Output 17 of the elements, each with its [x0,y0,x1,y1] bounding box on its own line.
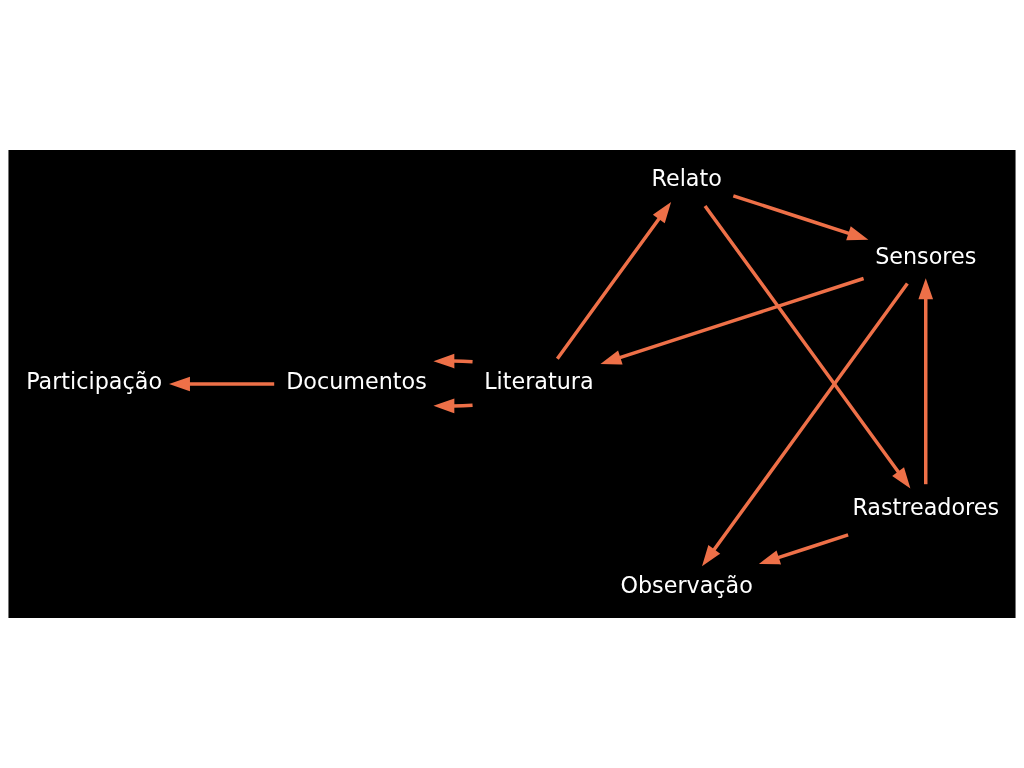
arrow [732,194,869,241]
node-text: Literatura [484,368,594,395]
arrow [169,376,275,392]
arrow [433,353,473,369]
node-text: Relato [651,164,722,191]
arrow [433,398,473,414]
arrow [918,278,934,485]
arrow [600,276,865,365]
node-text: Documentos [286,368,427,395]
arrow [703,204,911,489]
arrow [758,533,849,565]
node-text: Participação [26,368,163,395]
node-text: Rastreadores [852,493,1000,520]
arrow [555,202,672,360]
node-text: Observação [620,571,753,598]
arrow [702,282,909,567]
node-text: Sensores [875,242,977,269]
